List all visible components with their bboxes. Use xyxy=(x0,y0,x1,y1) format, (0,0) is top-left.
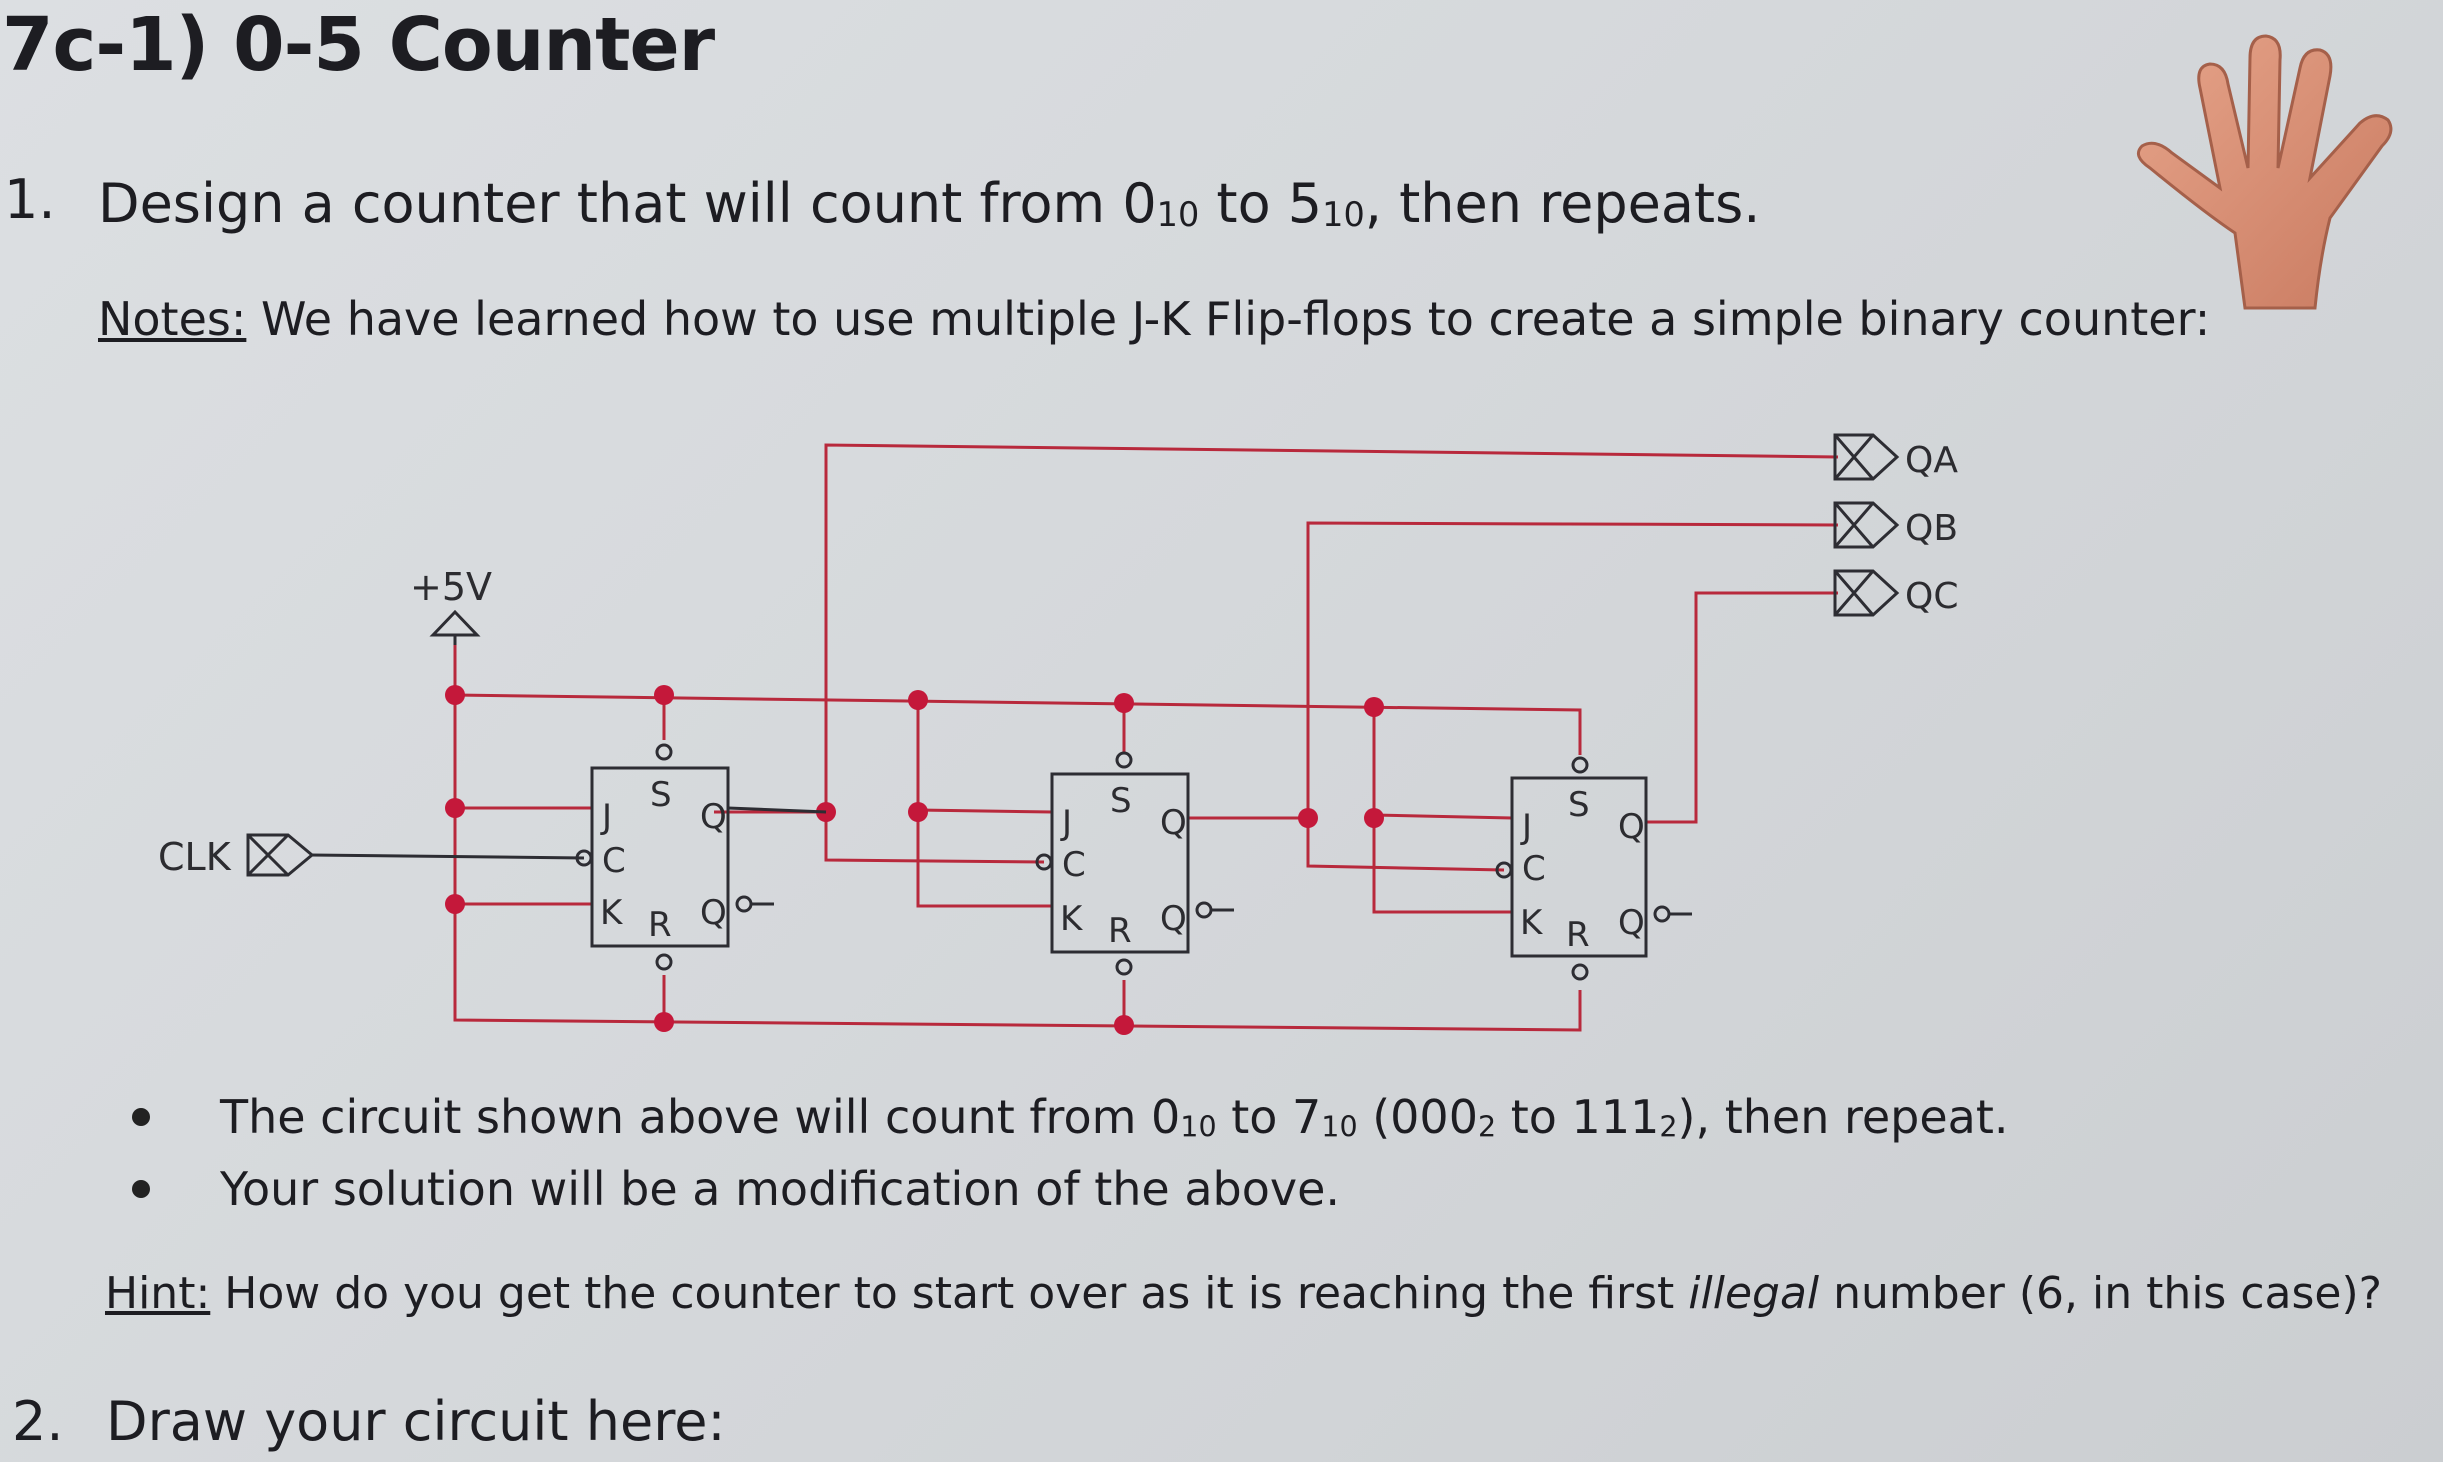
bullet-1-sub-2: 10 xyxy=(1321,1110,1358,1144)
bullet-1-part-5: ), then repeat. xyxy=(1677,1090,2009,1144)
q1-text-before: Design a counter that will count from 0 xyxy=(98,172,1157,235)
q1-text-after: , then repeats. xyxy=(1364,172,1761,235)
bullet-1-part-4: to 111 xyxy=(1496,1090,1660,1144)
bullet-dot-1 xyxy=(132,1108,150,1126)
ff3-pin-qbar: Q xyxy=(1618,903,1645,943)
output-port-qa-icon xyxy=(1833,433,1900,481)
ff3-pin-c: C xyxy=(1522,849,1546,889)
question-2-number: 2. xyxy=(12,1390,64,1453)
ff1-pin-j: J xyxy=(600,797,612,837)
notes-line: Notes: We have learned how to use multip… xyxy=(98,292,2210,346)
ff1-pin-c: C xyxy=(602,841,626,881)
clock-label: CLK xyxy=(158,835,232,879)
hint-text-after: number (6, in this case)? xyxy=(1819,1268,2383,1319)
output-label-qc: QC xyxy=(1905,576,1958,617)
notes-text: We have learned how to use multiple J-K … xyxy=(246,292,2211,346)
flipflop-1 xyxy=(575,743,827,971)
ff2-pin-k: K xyxy=(1060,899,1084,939)
ff2-pin-c: C xyxy=(1062,845,1086,885)
bullet-1-sub-1: 10 xyxy=(1180,1110,1217,1144)
q1-subscript-a: 10 xyxy=(1156,195,1200,235)
ff3-pin-j: J xyxy=(1520,807,1532,847)
wire-vcc-rail xyxy=(453,640,1582,755)
q1-subscript-b: 10 xyxy=(1322,195,1365,235)
question-2-text: Draw your circuit here: xyxy=(106,1390,726,1453)
wire-qc xyxy=(1646,591,1838,824)
ff3-pin-q: Q xyxy=(1618,807,1645,847)
ff2-pin-q: Q xyxy=(1160,803,1187,843)
page-title: 7c-1) 0-5 Counter xyxy=(2,2,715,88)
flipflop-3 xyxy=(1495,756,1692,981)
bullet-1-sub-4: 2 xyxy=(1659,1110,1678,1144)
wire-qb xyxy=(1188,521,1839,820)
output-port-qc-icon xyxy=(1833,569,1900,617)
output-label-qa: QA xyxy=(1905,440,1958,481)
bullet-1-sub-3: 2 xyxy=(1477,1110,1497,1144)
flipflop-2 xyxy=(1035,751,1234,976)
ff3-pin-k: K xyxy=(1520,903,1544,943)
question-1-number: 1. xyxy=(4,168,56,231)
ff3-pin-r: R xyxy=(1566,915,1590,955)
bullet-1-part-3: (000 xyxy=(1357,1090,1478,1144)
hint-label: Hint: xyxy=(105,1268,211,1319)
clk-port-icon xyxy=(246,833,315,877)
ff2-pin-r: R xyxy=(1108,911,1132,951)
q1-text-mid: to 5 xyxy=(1199,172,1323,235)
bullet-1-part-2: to 7 xyxy=(1216,1090,1322,1144)
bullet-1: The circuit shown above will count from … xyxy=(220,1090,2009,1144)
wire-qa xyxy=(714,443,1839,814)
ff1-pin-qbar: Q xyxy=(700,893,727,933)
raised-hand-icon xyxy=(2136,34,2393,310)
supply-symbol xyxy=(429,609,481,645)
ff2-pin-j: J xyxy=(1060,803,1072,843)
supply-label: +5V xyxy=(410,565,492,609)
ff2-pin-s: S xyxy=(1110,781,1132,821)
ff3-pin-s: S xyxy=(1568,785,1590,825)
ff1-pin-s: S xyxy=(650,775,672,815)
bullet-2: Your solution will be a modification of … xyxy=(220,1162,1340,1216)
ff1-pin-r: R xyxy=(648,905,672,945)
ff1-pin-k: K xyxy=(600,893,624,933)
ff1-pin-q: Q xyxy=(700,797,727,837)
hint-emphasis: illegal xyxy=(1688,1268,1820,1319)
output-port-qb-icon xyxy=(1833,501,1900,549)
notes-label: Notes: xyxy=(98,292,247,346)
hint-text-before: How do you get the counter to start over… xyxy=(210,1268,1689,1319)
bullet-1-part-1: The circuit shown above will count from … xyxy=(220,1090,1181,1144)
ff2-pin-qbar: Q xyxy=(1160,899,1187,939)
bullet-dot-2 xyxy=(132,1180,150,1198)
question-1-text: Design a counter that will count from 01… xyxy=(98,172,1760,235)
hint-line: Hint: How do you get the counter to star… xyxy=(105,1268,2382,1319)
wire-clk xyxy=(309,853,585,860)
output-label-qb: QB xyxy=(1905,508,1958,549)
